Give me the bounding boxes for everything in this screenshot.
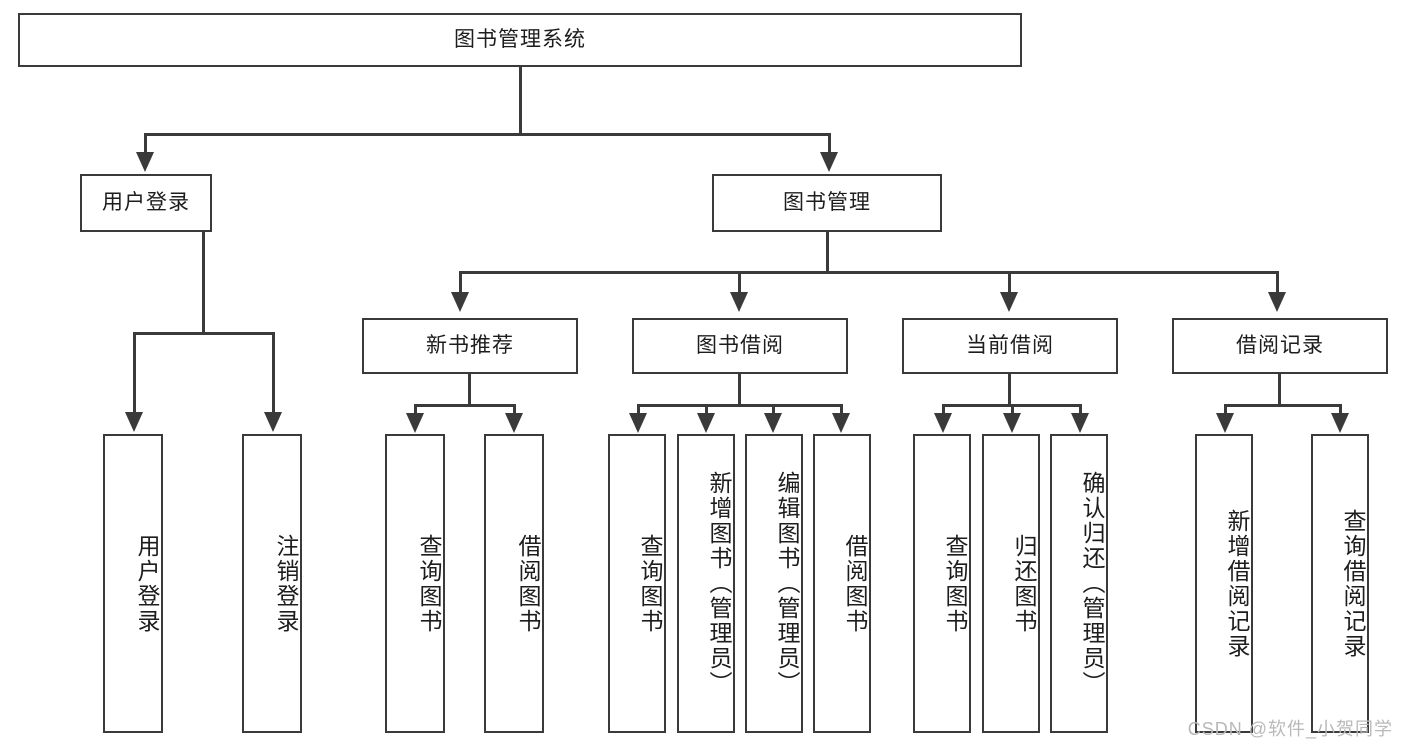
arrow-book-mgmt-cat-4 <box>1268 292 1286 312</box>
leaf-query-books-new[interactable]: 查询图书 <box>385 434 445 733</box>
arrow-book-mgmt-cat-1 <box>451 292 469 312</box>
node-book-borrowing[interactable]: 图书借阅 <box>632 318 848 374</box>
edge-root-to-user-login <box>144 133 147 155</box>
arrow-new-books-leaf-2 <box>505 413 523 433</box>
leaf-borrow-books[interactable]: 借阅图书 <box>813 434 871 733</box>
leaf-add-borrow-record[interactable]: 新增借阅记录 <box>1195 434 1253 733</box>
edge-user-login-bus <box>133 332 275 335</box>
arrow-borrow-leaf-3 <box>764 413 782 433</box>
leaf-query-books-current[interactable]: 查询图书 <box>913 434 971 733</box>
node-user-login[interactable]: 用户登录 <box>80 174 212 232</box>
arrow-records-leaf-2 <box>1331 413 1349 433</box>
edge-book-mgmt-drop-3 <box>1008 271 1011 293</box>
edge-records-stem <box>1278 374 1281 406</box>
node-new-book-recommendation[interactable]: 新书推荐 <box>362 318 578 374</box>
edge-book-mgmt-stem <box>826 232 829 274</box>
leaf-add-book-admin[interactable]: 新增图书（管理员） <box>677 434 735 733</box>
arrow-book-mgmt-cat-3 <box>1000 292 1018 312</box>
edge-borrow-drop-3 <box>772 404 775 416</box>
edge-root-to-book-mgmt <box>828 133 831 155</box>
leaf-logout[interactable]: 注销登录 <box>242 434 302 733</box>
edge-user-login-stem <box>202 232 205 334</box>
edge-borrow-stem <box>738 374 741 406</box>
node-current-borrowing[interactable]: 当前借阅 <box>902 318 1118 374</box>
edge-new-books-stem <box>468 374 471 406</box>
edge-borrow-drop-4 <box>840 404 843 416</box>
node-borrowing-records[interactable]: 借阅记录 <box>1172 318 1388 374</box>
leaf-confirm-return-admin[interactable]: 确认归还（管理员） <box>1050 434 1108 733</box>
leaf-user-login[interactable]: 用户登录 <box>103 434 163 733</box>
arrow-records-leaf-1 <box>1216 413 1234 433</box>
edge-current-bus <box>942 404 1079 407</box>
leaf-return-books[interactable]: 归还图书 <box>982 434 1040 733</box>
edge-records-bus <box>1224 404 1342 407</box>
edge-current-drop-3 <box>1079 404 1082 416</box>
edge-new-books-bus <box>414 404 516 407</box>
leaf-query-borrow-record[interactable]: 查询借阅记录 <box>1311 434 1369 733</box>
edge-borrow-drop-2 <box>705 404 708 416</box>
leaf-borrow-books-new[interactable]: 借阅图书 <box>484 434 544 733</box>
edge-user-login-drop-1 <box>133 332 136 414</box>
arrow-user-login-leaf-2 <box>264 412 282 432</box>
node-root-book-management-system[interactable]: 图书管理系统 <box>18 13 1022 67</box>
edge-borrow-drop-1 <box>637 404 640 416</box>
edge-borrow-bus <box>637 404 842 407</box>
arrow-borrow-leaf-4 <box>832 413 850 433</box>
edge-records-drop-2 <box>1339 404 1342 416</box>
arrow-root-to-book-mgmt <box>820 152 838 172</box>
arrow-root-to-user-login <box>136 152 154 172</box>
edge-records-drop-1 <box>1224 404 1227 416</box>
arrow-current-leaf-1 <box>934 413 952 433</box>
edge-new-books-drop-1 <box>414 404 417 416</box>
edge-user-login-drop-2 <box>272 332 275 414</box>
edge-current-stem <box>1008 374 1011 406</box>
arrow-new-books-leaf-1 <box>406 413 424 433</box>
node-book-management[interactable]: 图书管理 <box>712 174 942 232</box>
leaf-edit-book-admin[interactable]: 编辑图书（管理员） <box>745 434 803 733</box>
edge-book-mgmt-bus <box>459 271 1279 274</box>
arrow-current-leaf-2 <box>1003 413 1021 433</box>
edge-current-drop-1 <box>942 404 945 416</box>
edge-current-drop-2 <box>1011 404 1014 416</box>
leaf-query-books-borrow[interactable]: 查询图书 <box>608 434 666 733</box>
edge-book-mgmt-drop-1 <box>459 271 462 293</box>
arrow-user-login-leaf-1 <box>125 412 143 432</box>
arrow-book-mgmt-cat-2 <box>730 292 748 312</box>
edge-book-mgmt-drop-2 <box>738 271 741 293</box>
edge-root-bus <box>144 133 831 136</box>
arrow-borrow-leaf-1 <box>629 413 647 433</box>
arrow-current-leaf-3 <box>1071 413 1089 433</box>
edge-root-stem <box>519 67 522 133</box>
arrow-borrow-leaf-2 <box>697 413 715 433</box>
edge-new-books-drop-2 <box>513 404 516 416</box>
edge-book-mgmt-drop-4 <box>1276 271 1279 293</box>
